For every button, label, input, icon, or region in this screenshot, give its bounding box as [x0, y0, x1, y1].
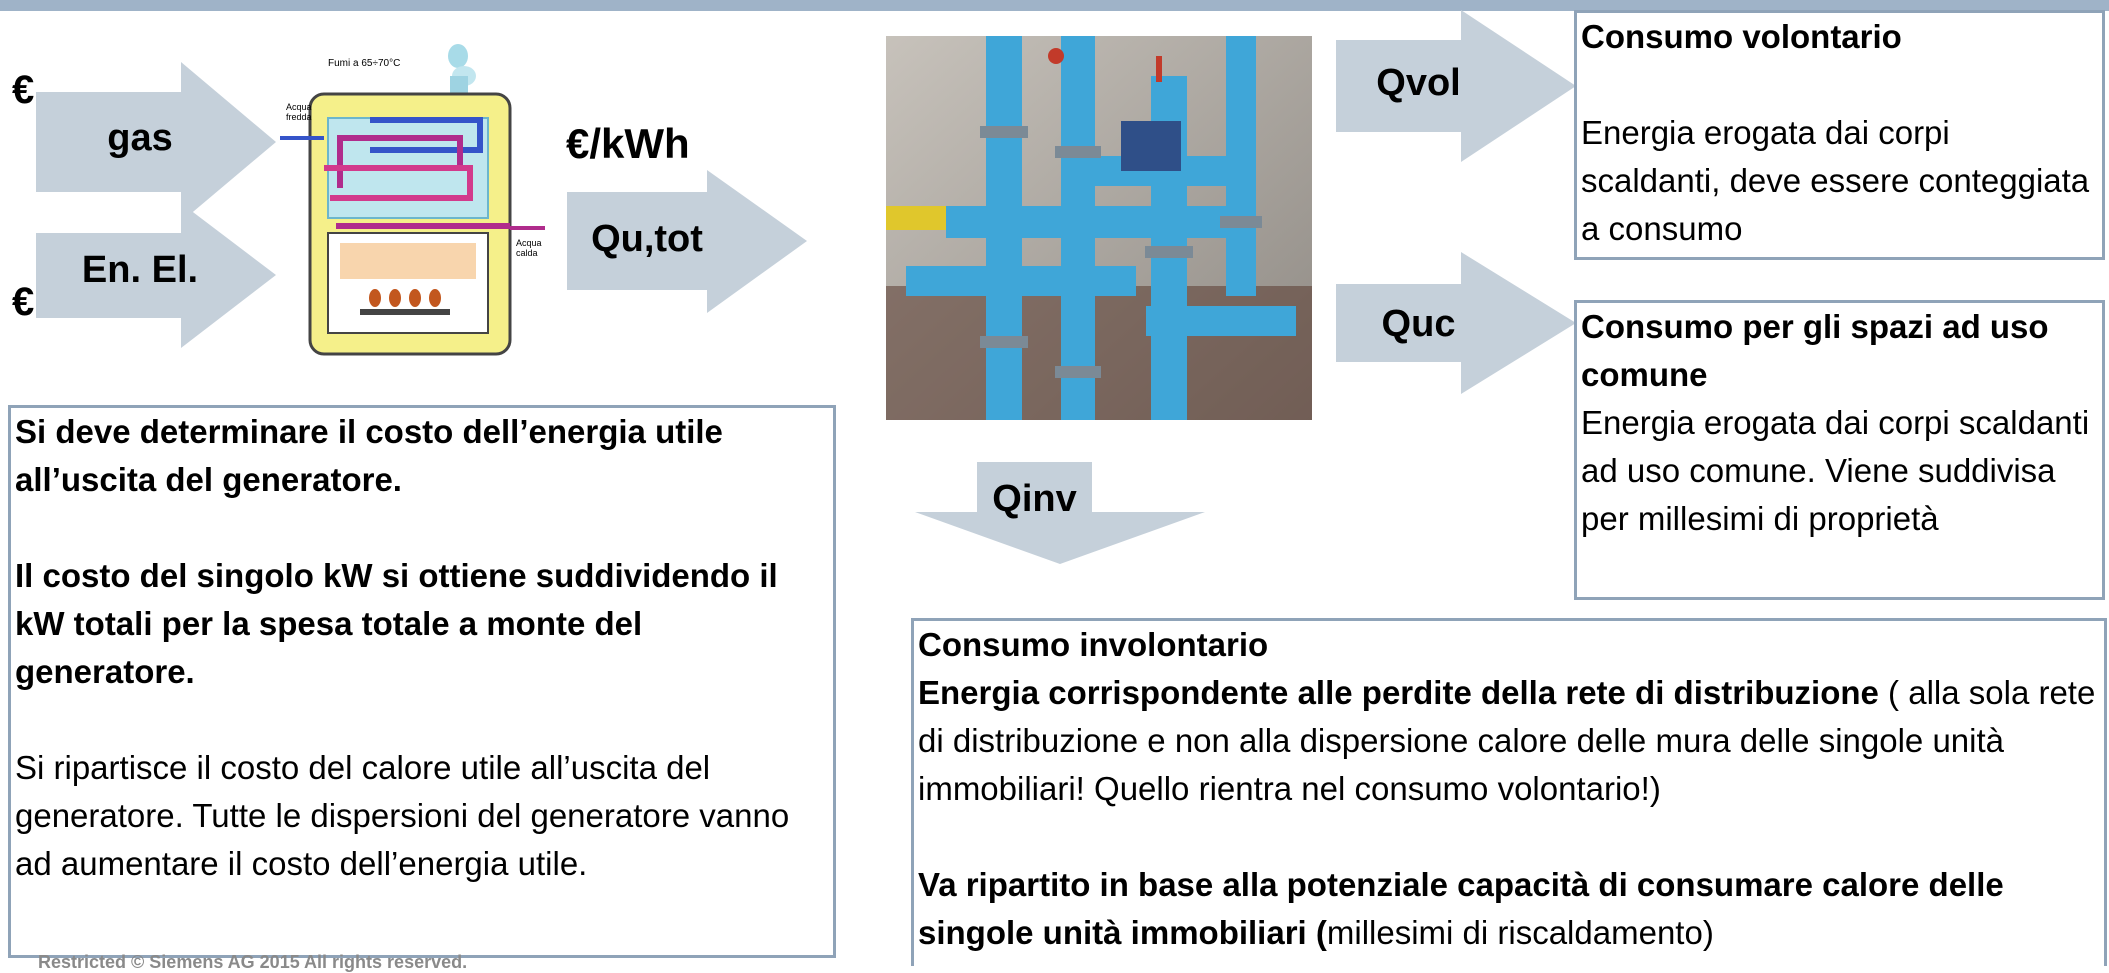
top-bar [0, 0, 2109, 11]
heating-pipes-photo [886, 36, 1312, 420]
involuntary-consumption-bold-2: Va ripartito in base alla potenziale cap… [918, 866, 2004, 951]
quc-arrow-label: Quc [1381, 303, 1456, 345]
gas-arrow-label: gas [107, 117, 173, 159]
gas-arrow [36, 62, 276, 222]
generator-cost-box: Si deve determinare il costo dell’energi… [8, 405, 836, 958]
voluntary-consumption-text: Energia erogata dai corpi scaldanti, dev… [1581, 114, 2090, 247]
copyright-footer: Restricted © Siemens AG 2015 All rights … [38, 952, 468, 972]
flame-area [340, 243, 476, 279]
electric-energy-arrow [36, 203, 276, 348]
generator-cost-paragraph-3: Si ripartisce il costo del calore utile … [15, 749, 790, 882]
involuntary-consumption-normal-2: millesimi di riscaldamento) [1326, 914, 1714, 951]
euro-symbol-top: € [12, 68, 35, 112]
voluntary-consumption-box: Consumo volontario Energia erogata dai c… [1574, 10, 2105, 260]
involuntary-consumption-paragraph-2: Va ripartito in base alla potenziale cap… [918, 861, 2100, 957]
qinv-arrow-label: Qinv [992, 478, 1077, 520]
qinv-arrow [915, 462, 1205, 564]
voluntary-consumption-title: Consumo volontario [1581, 18, 1902, 55]
common-areas-consumption-box: Consumo per gli spazi ad uso comune Ener… [1574, 300, 2105, 600]
qvol-arrow [1336, 10, 1576, 162]
involuntary-consumption-normal-1: ( alla sola rete di distribuzione e non … [918, 674, 2096, 807]
euro-symbol-bottom: € [12, 280, 35, 324]
involuntary-consumption-paragraph-1: Energia corrispondente alle perdite dell… [918, 669, 2100, 813]
common-areas-consumption-title: Consumo per gli spazi ad uso comune [1581, 308, 2049, 393]
qutot-arrow-label: Qu,tot [591, 218, 703, 260]
common-areas-consumption-text: Energia erogata dai corpi scaldanti ad u… [1581, 404, 2090, 537]
generator-cost-paragraph-1: Si deve determinare il costo dell’energi… [15, 413, 723, 498]
electric-energy-arrow-label: En. El. [81, 249, 199, 291]
burners [369, 289, 441, 307]
flue-gas-label: Fumi a 65÷70°C [328, 58, 400, 69]
involuntary-consumption-box: Consumo involontario Energia corrisponde… [911, 618, 2107, 966]
quc-arrow [1336, 252, 1576, 394]
unit-label: €/kWh [566, 120, 690, 167]
generator-cost-paragraph-2: Il costo del singolo kW si ottiene suddi… [15, 557, 778, 690]
involuntary-consumption-title: Consumo involontario [918, 626, 1269, 663]
involuntary-consumption-bold-1: Energia corrispondente alle perdite dell… [918, 674, 1879, 711]
qvol-arrow-label: Qvol [1376, 62, 1461, 104]
qutot-arrow [567, 170, 807, 313]
